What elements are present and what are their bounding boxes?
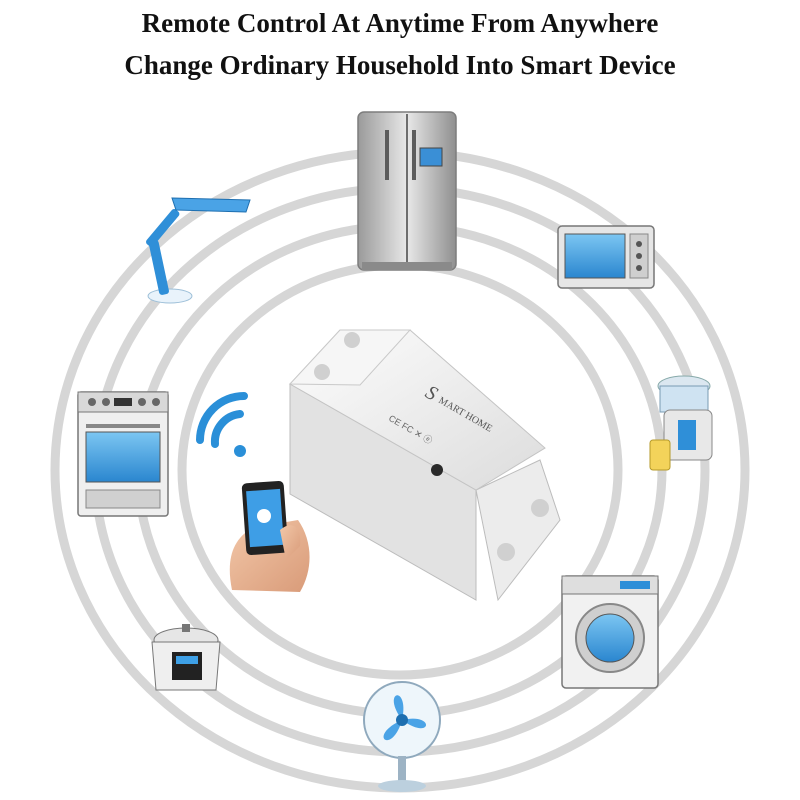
rice-cooker-icon (151, 624, 221, 691)
refrigerator-icon (357, 111, 457, 271)
washing-machine-icon (561, 575, 659, 689)
oven-icon (77, 391, 169, 517)
wifi-icon (196, 392, 248, 457)
juicer-icon (649, 375, 713, 471)
electric-fan-icon (363, 681, 441, 792)
microwave-icon (557, 225, 655, 289)
smart-switch-device (288, 329, 561, 602)
headline-line-2: Change Ordinary Household Into Smart Dev… (124, 50, 676, 80)
hand-smartphone-icon (229, 480, 310, 592)
headline-line-1: Remote Control At Anytime From Anywhere (141, 8, 659, 38)
desk-lamp-icon (146, 197, 251, 304)
